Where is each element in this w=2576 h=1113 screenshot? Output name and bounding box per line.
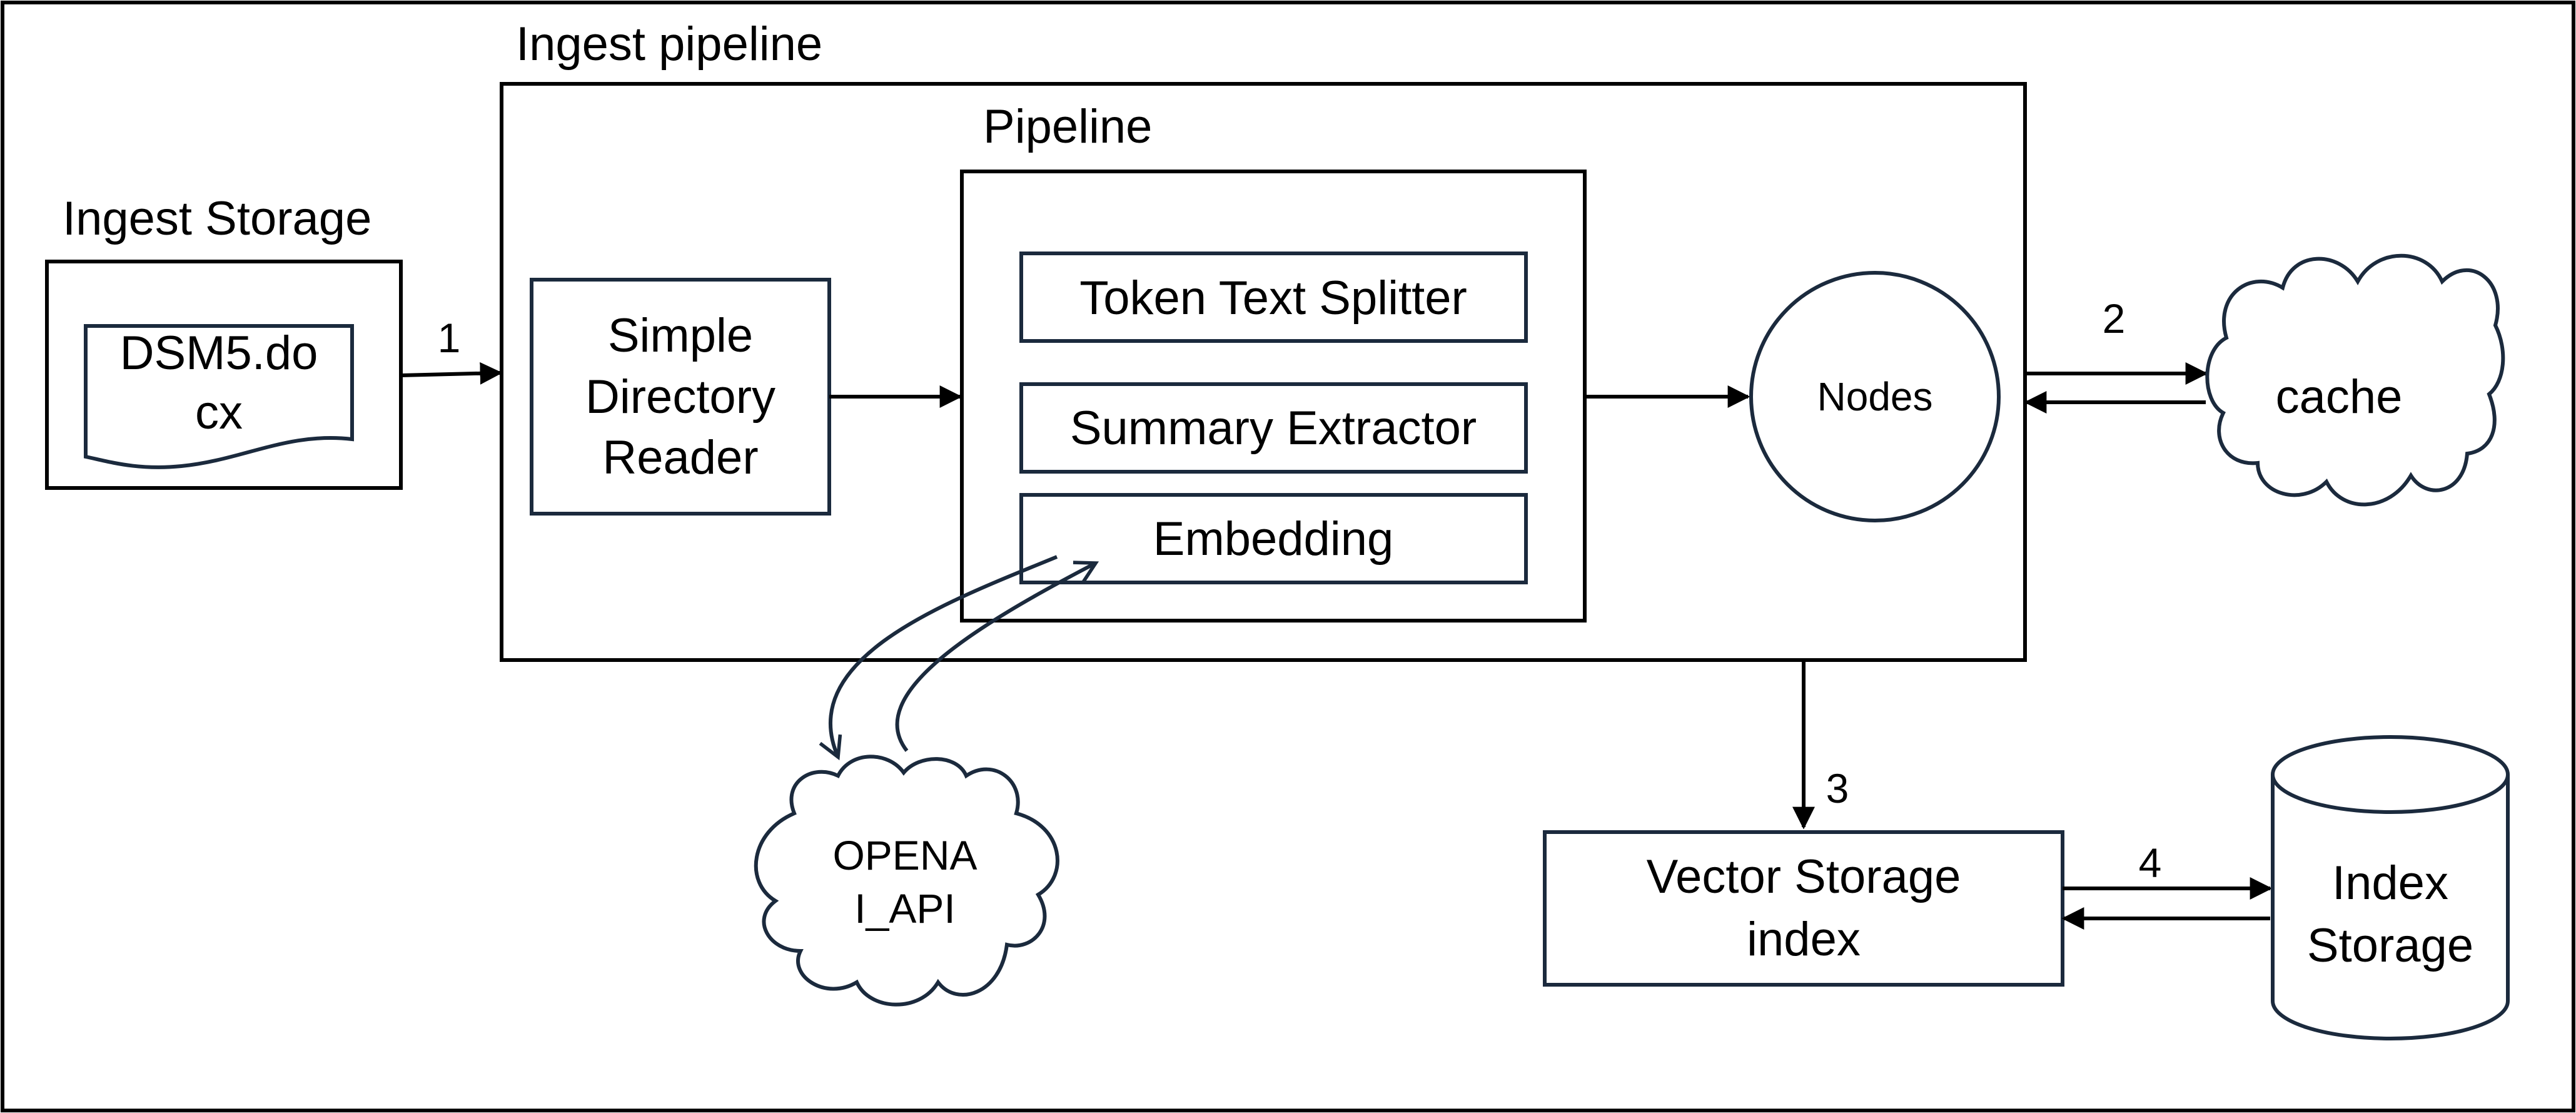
arrow-openai-to-embedding bbox=[895, 561, 1099, 752]
ingest-pipeline-title: Ingest pipeline bbox=[516, 18, 822, 71]
index-storage-cylinder-top bbox=[2271, 735, 2510, 814]
reader-label-line2: Directory bbox=[585, 370, 775, 424]
openai-api-label-line2: I_API bbox=[854, 885, 955, 932]
document-name-line1: DSM5.do bbox=[120, 327, 318, 380]
step-number-1: 1 bbox=[438, 315, 461, 361]
index-storage-cylinder-icon bbox=[2271, 775, 2510, 1040]
summary-extractor-label: Summary Extractor bbox=[1070, 402, 1477, 455]
index-storage-label-line2: Storage bbox=[2307, 919, 2473, 972]
embedding-label: Embedding bbox=[1153, 512, 1394, 566]
summary-extractor-box bbox=[1019, 382, 1528, 474]
token-text-splitter-box bbox=[1019, 252, 1528, 343]
document-icon bbox=[84, 324, 354, 469]
arrow-embedding-to-openai bbox=[819, 555, 1058, 761]
index-storage-label-line1: Index bbox=[2332, 856, 2448, 910]
arrow-1 bbox=[400, 362, 503, 385]
vector-storage-label-line1: Vector Storage bbox=[1647, 850, 1961, 903]
reader-label-line3: Reader bbox=[602, 431, 758, 484]
token-text-splitter-label: Token Text Splitter bbox=[1079, 272, 1467, 325]
openai-api-cloud-icon bbox=[754, 755, 1059, 1007]
nodes-circle bbox=[1749, 271, 2001, 522]
step-number-2: 2 bbox=[2103, 295, 2126, 342]
step-number-3: 3 bbox=[1826, 765, 1849, 811]
openai-api-label-line1: OPENA bbox=[832, 832, 977, 878]
reader-label-line1: Simple bbox=[608, 309, 753, 362]
cache-label: cache bbox=[2276, 370, 2403, 424]
step-number-4: 4 bbox=[2139, 840, 2162, 886]
embedding-box bbox=[1019, 493, 1528, 584]
vector-storage-label-line2: index bbox=[1747, 913, 1861, 966]
ingest-storage-title: Ingest Storage bbox=[63, 192, 371, 245]
cache-cloud-icon bbox=[2205, 253, 2505, 507]
nodes-label: Nodes bbox=[1817, 374, 1933, 419]
pipeline-title: Pipeline bbox=[983, 100, 1152, 153]
document-name-line2: cx bbox=[195, 386, 243, 439]
